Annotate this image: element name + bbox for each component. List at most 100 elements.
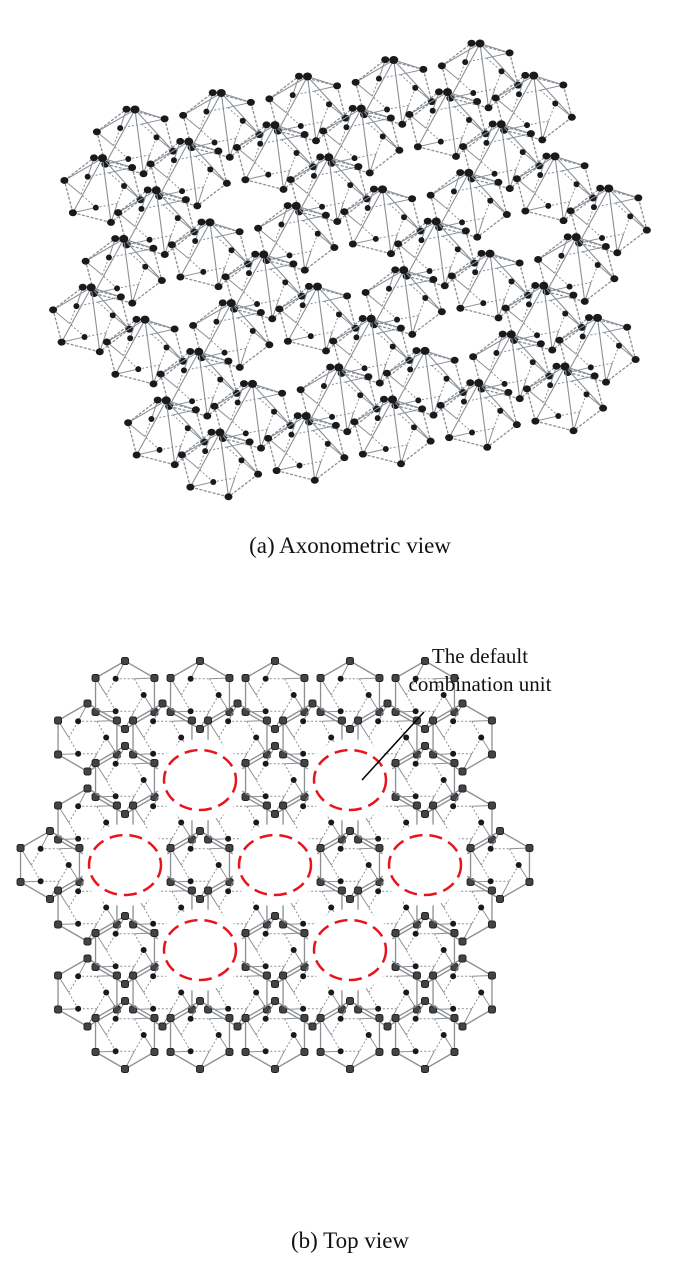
- node: [504, 388, 513, 396]
- node: [348, 104, 357, 112]
- member: [424, 1000, 455, 1019]
- member: [495, 75, 535, 99]
- node: [383, 699, 392, 708]
- node: [412, 347, 421, 355]
- member: [303, 134, 314, 167]
- node: [333, 82, 342, 90]
- member: [168, 351, 200, 407]
- top-view-diagram: [16, 657, 534, 1073]
- node: [196, 657, 204, 665]
- node: [487, 886, 496, 895]
- member: [569, 184, 577, 202]
- node: [348, 240, 357, 248]
- member: [360, 225, 377, 240]
- member: [222, 383, 253, 439]
- node: [478, 734, 485, 741]
- member: [489, 253, 500, 318]
- node: [519, 149, 526, 156]
- member: [123, 338, 131, 356]
- node: [337, 708, 344, 715]
- node: [170, 461, 179, 469]
- member: [396, 721, 407, 738]
- member: [451, 252, 482, 277]
- node: [440, 692, 447, 698]
- member: [579, 394, 587, 413]
- apex-node: [378, 185, 387, 194]
- member: [295, 205, 335, 248]
- member: [164, 231, 195, 256]
- node: [140, 947, 147, 953]
- member: [102, 157, 133, 169]
- node: [316, 1048, 325, 1056]
- node: [111, 370, 120, 378]
- node: [262, 1048, 269, 1055]
- node: [421, 810, 429, 818]
- node: [112, 801, 121, 810]
- member: [205, 365, 221, 381]
- node: [142, 263, 149, 270]
- node: [121, 810, 129, 818]
- node: [473, 233, 482, 241]
- member: [476, 214, 508, 238]
- node: [585, 314, 593, 322]
- node: [566, 283, 573, 290]
- member: [289, 250, 312, 256]
- member: [440, 382, 480, 406]
- apex-node: [324, 153, 334, 162]
- member: [293, 907, 304, 924]
- member: [267, 415, 299, 439]
- member: [237, 702, 268, 722]
- node: [241, 1048, 250, 1056]
- node: [210, 478, 217, 485]
- member: [381, 305, 398, 320]
- node: [83, 767, 92, 776]
- node: [125, 155, 132, 162]
- node: [623, 323, 632, 331]
- node: [337, 1048, 344, 1055]
- member: [504, 281, 512, 300]
- member: [150, 141, 190, 165]
- node: [54, 971, 63, 980]
- node: [140, 692, 147, 698]
- member: [375, 234, 398, 240]
- member: [257, 205, 289, 229]
- node: [337, 886, 346, 895]
- member: [150, 140, 181, 165]
- node: [73, 303, 80, 310]
- member: [471, 992, 482, 1009]
- node: [207, 166, 214, 173]
- member: [528, 299, 551, 305]
- node: [383, 1022, 392, 1031]
- member: [395, 745, 426, 764]
- member: [357, 872, 388, 892]
- member: [206, 392, 238, 417]
- node: [256, 308, 265, 316]
- apex-node: [248, 379, 257, 388]
- node: [160, 251, 169, 259]
- member: [521, 321, 538, 336]
- node: [103, 989, 110, 996]
- node: [191, 406, 200, 414]
- member: [510, 334, 521, 399]
- apex-node: [291, 201, 301, 210]
- node: [150, 759, 159, 767]
- member: [448, 382, 480, 438]
- member: [403, 269, 434, 281]
- node: [319, 203, 326, 210]
- node: [121, 997, 129, 1005]
- member: [282, 957, 313, 977]
- member: [511, 94, 520, 112]
- member: [468, 289, 484, 304]
- node: [121, 742, 129, 750]
- node: [458, 954, 467, 963]
- member: [278, 308, 289, 342]
- member: [500, 124, 511, 189]
- member: [239, 344, 270, 368]
- member: [339, 127, 347, 145]
- node: [512, 421, 521, 429]
- member: [132, 702, 163, 722]
- node: [184, 425, 191, 432]
- member: [395, 660, 426, 679]
- member: [245, 745, 276, 764]
- node: [262, 930, 269, 937]
